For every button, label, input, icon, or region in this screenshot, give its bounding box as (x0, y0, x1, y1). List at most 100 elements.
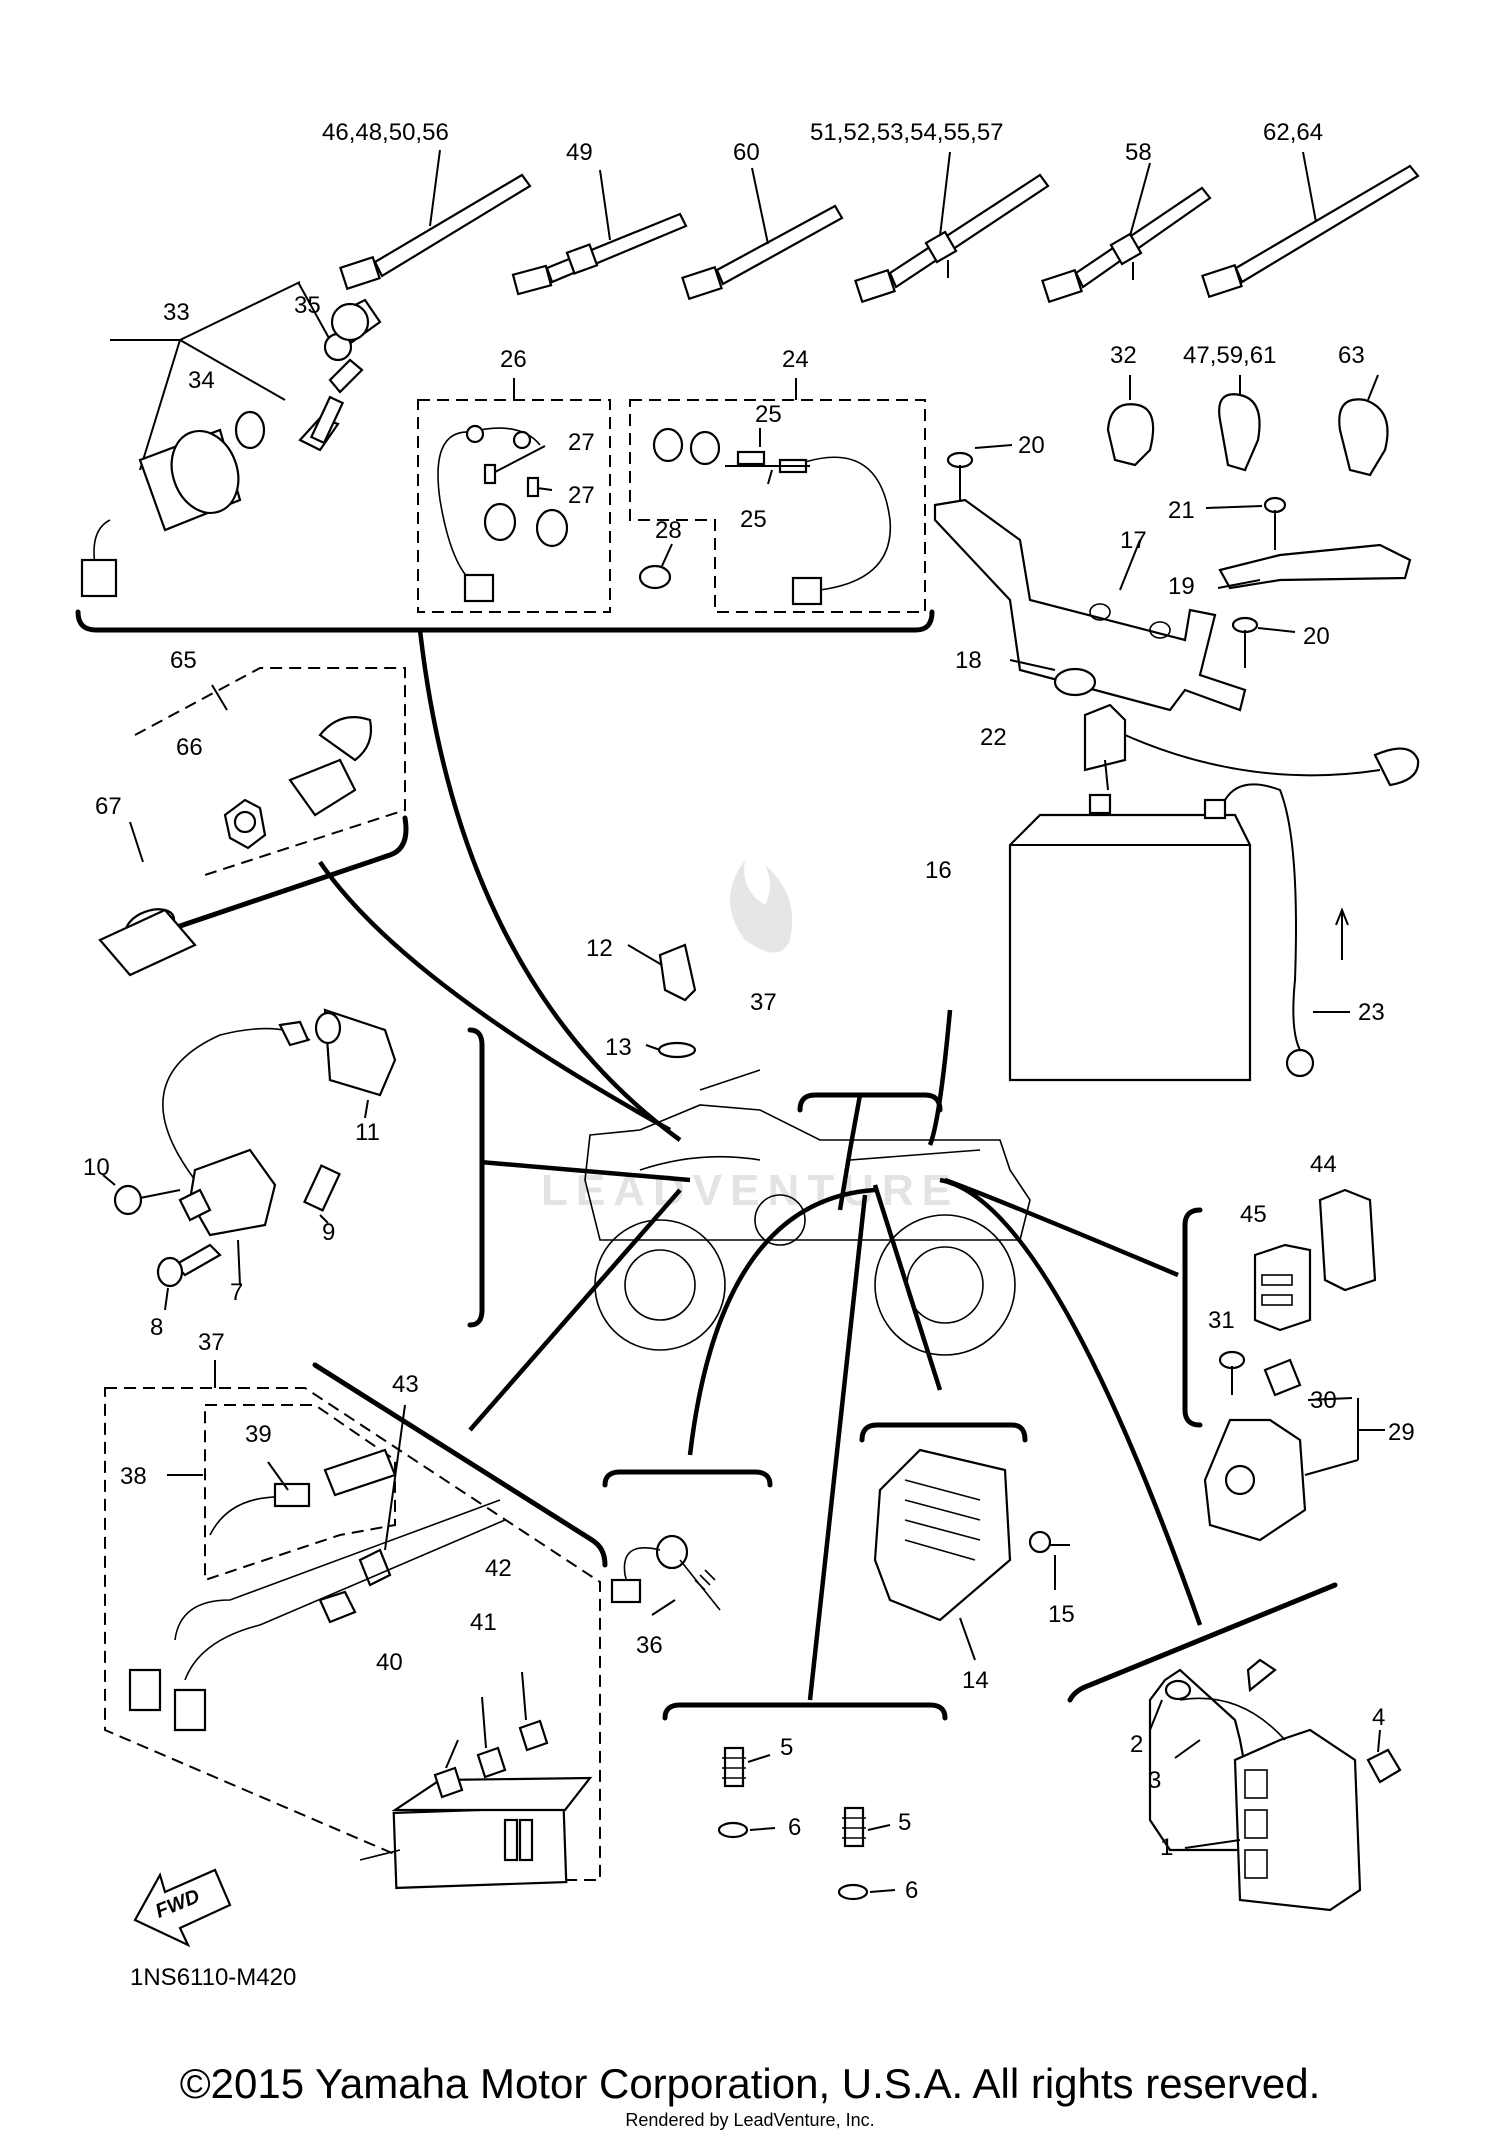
callout-label: 6 (905, 1877, 918, 1904)
callout-label: 35 (294, 292, 321, 319)
callout-label: 3 (1148, 1767, 1161, 1794)
callout-label: 31 (1208, 1307, 1235, 1334)
callout-label: 32 (1110, 342, 1137, 369)
battery-16[interactable] (1008, 793, 1252, 1082)
top-group-bracket (75, 609, 935, 633)
callout-label: 13 (605, 1034, 632, 1061)
callout-label: 36 (636, 1632, 663, 1659)
callout-label: 5 (780, 1734, 793, 1761)
callout-label: 6 (788, 1814, 801, 1841)
callout-label: 38 (120, 1463, 147, 1490)
callout-label: 14 (962, 1667, 989, 1694)
cable-tie-58[interactable] (1041, 162, 1212, 304)
screw-21[interactable] (1205, 496, 1287, 550)
cdi-unit[interactable] (1067, 1582, 1402, 1912)
relay-group[interactable] (1203, 1188, 1385, 1542)
callout-label: 33 (163, 299, 190, 326)
leadventure-watermark: LEADVENTURE (541, 860, 951, 1215)
callout-label: 15 (1048, 1601, 1075, 1628)
bulb-group-26[interactable] (417, 378, 611, 613)
callout-label: 39 (245, 1421, 272, 1448)
callout-label: 20 (1303, 623, 1330, 650)
callout-label: 43 (392, 1371, 419, 1398)
callout-label: 65 (170, 647, 197, 674)
callout-label: 22 (980, 724, 1007, 751)
bulb-group-24[interactable] (629, 378, 926, 613)
callout-label: 34 (188, 367, 215, 394)
cover-19[interactable] (1217, 543, 1412, 590)
callout-label: 45 (1240, 1201, 1267, 1228)
callout-label: 49 (566, 139, 593, 166)
callout-label: 30 (1310, 1387, 1337, 1414)
callout-label: 51,52,53,54,55,57 (810, 119, 1004, 146)
main-switch-group[interactable] (80, 281, 382, 598)
callout-label: 18 (955, 647, 982, 674)
copyright-notice: ©2015 Yamaha Motor Corporation, U.S.A. A… (179, 2060, 1321, 2107)
callout-label: 41 (470, 1609, 497, 1636)
callout-label: 27 (568, 482, 595, 509)
grommet-28[interactable] (638, 543, 673, 590)
plugs-5-6[interactable] (662, 1702, 948, 1901)
callout-label: 16 (925, 857, 952, 884)
cable-tie-51[interactable] (854, 151, 1050, 304)
callout-label: 42 (485, 1555, 512, 1582)
callout-label: 44 (1310, 1151, 1337, 1178)
callout-label: 25 (755, 401, 782, 428)
battery-cable-22[interactable] (1083, 703, 1420, 791)
callout-label: 60 (733, 139, 760, 166)
accessory-socket-group[interactable] (98, 667, 409, 977)
callout-label: 66 (176, 734, 203, 761)
cable-tie-46[interactable] (339, 149, 532, 291)
clip-63[interactable] (1338, 374, 1389, 477)
rendered-by-notice: Rendered by LeadVenture, Inc. (625, 2110, 875, 2130)
battery-bracket[interactable] (933, 498, 1247, 712)
bolt-20-top[interactable] (946, 444, 1013, 502)
callout-label: 24 (782, 346, 809, 373)
callout-label: 26 (500, 346, 527, 373)
callout-label: 21 (1168, 497, 1195, 524)
relay-group-bracket (1182, 1207, 1203, 1428)
callout-label: 19 (1168, 573, 1195, 600)
callout-label: 10 (83, 1154, 110, 1181)
callout-label: 5 (898, 1809, 911, 1836)
callout-label: 7 (230, 1279, 243, 1306)
callout-label: 25 (740, 506, 767, 533)
callout-label: 46,48,50,56 (322, 119, 449, 146)
callout-label: 63 (1338, 342, 1365, 369)
ground-cable-23[interactable] (1224, 783, 1350, 1078)
cable-tie-62[interactable] (1201, 151, 1420, 299)
clip-47[interactable] (1218, 375, 1261, 472)
rectifier-regulator-14[interactable] (859, 1422, 1070, 1661)
ignition-coil-group[interactable] (102, 1008, 397, 1311)
callout-label: 67 (95, 793, 122, 820)
callout-label: 40 (376, 1649, 403, 1676)
damper-18[interactable] (1009, 659, 1097, 697)
diagram-code: 1NS6110-M420 (130, 1964, 296, 1991)
callout-label: 29 (1388, 1419, 1415, 1446)
connection-lines (318, 629, 1203, 1701)
bolt-20-right[interactable] (1231, 616, 1296, 668)
callout-label: 12 (586, 935, 613, 962)
cable-tie-60[interactable] (681, 167, 844, 301)
callout-labels: 46,48,50,56 49 60 51,52,53,54,55,57 58 6… (83, 119, 1415, 1904)
cable-tie-49[interactable] (511, 169, 688, 296)
thermo-switch[interactable] (627, 943, 943, 1113)
callout-label: 17 (1120, 527, 1147, 554)
speed-sensor-36[interactable] (602, 1469, 773, 1616)
callout-label: 2 (1130, 1731, 1143, 1758)
callout-label: 27 (568, 429, 595, 456)
callout-label: 20 (1018, 432, 1045, 459)
callout-label: 37 (198, 1329, 225, 1356)
callout-label: 8 (150, 1314, 163, 1341)
callout-label: 1 (1160, 1834, 1173, 1861)
clip-32[interactable] (1106, 375, 1155, 467)
wire-harness-group[interactable] (104, 1360, 608, 1890)
callout-label: 58 (1125, 139, 1152, 166)
callout-label: 4 (1372, 1704, 1385, 1731)
callout-label: 23 (1358, 999, 1385, 1026)
callout-label: 9 (322, 1219, 335, 1246)
callout-label: 62,64 (1263, 119, 1323, 146)
callout-label: 28 (655, 517, 682, 544)
fwd-arrow-icon: FWD (133, 1868, 232, 1948)
callout-label: 47,59,61 (1183, 342, 1276, 369)
